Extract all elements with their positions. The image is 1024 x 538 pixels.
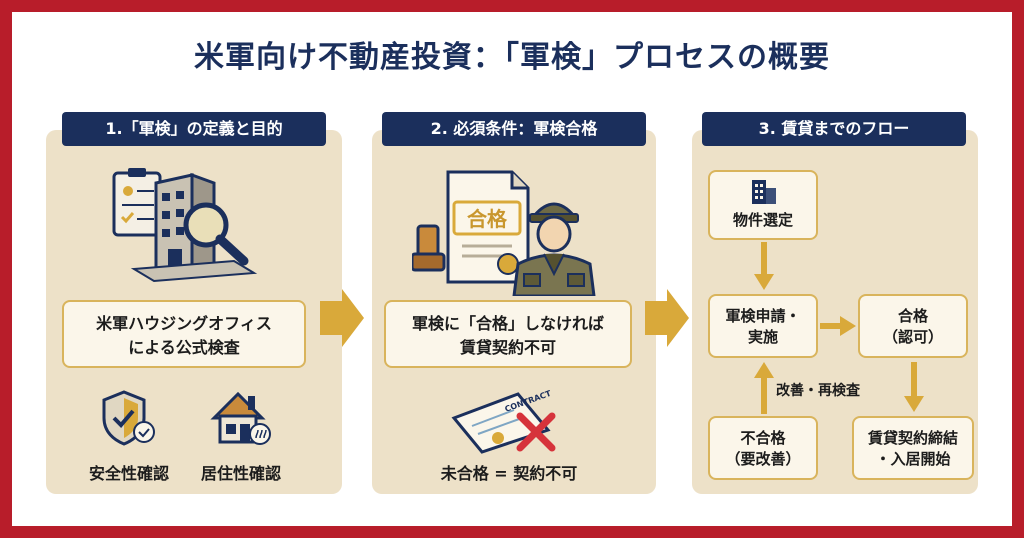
flow-pass-line1: 合格 (897, 307, 928, 325)
page-title: 米軍向け不動産投資：「軍検」プロセスの概要 (194, 40, 830, 75)
flow-select-label: 物件選定 (732, 211, 793, 229)
definition-main-line2: による公式検査 (128, 338, 240, 357)
flow-contract-line1: 賃貸契約締結 (867, 429, 958, 447)
certificate-icon: 合格 (412, 170, 530, 284)
flow-contract-box: 賃貸契約締結 ・入居開始 (852, 416, 974, 480)
stamp-text: 合格 (467, 207, 508, 231)
flow-pass-line2: （認可） (882, 328, 943, 346)
right-arrow-icon (320, 289, 364, 347)
flow-apply-line1: 軍検申請・ (725, 307, 801, 325)
fail-contract-label: 未合格 = 契約不可 (440, 464, 578, 483)
building-icon (752, 180, 776, 204)
rejected-contract-icon: CONTRACT (451, 390, 556, 454)
livability-check-label: 居住性確認 (200, 464, 281, 483)
flow-arrow-down-icon (904, 362, 924, 412)
requirement-main-box: 軍検に「合格」しなければ 賃貸契約不可 (384, 300, 632, 368)
inspection-building-icon (112, 168, 258, 283)
requirement-main-line2: 賃貸契約不可 (459, 338, 556, 357)
flow-contract-line2: ・入居開始 (875, 450, 951, 468)
flow-fail-box: 不合格 （要改善） (708, 416, 818, 480)
flow-arrow-up-icon (754, 362, 774, 414)
requirement-main-line1: 軍検に「合格」しなければ (411, 314, 604, 333)
right-arrow-icon (645, 289, 689, 347)
flow-arrow-right-icon (820, 316, 856, 336)
shield-check-icon (102, 390, 155, 446)
flow-pass-box: 合格 （認可） (858, 294, 968, 358)
panel-requirement-heading: 2. 必須条件：軍検合格 (382, 112, 646, 146)
flow-apply-box: 軍検申請・ 実施 (708, 294, 818, 358)
panel-definition-heading: 1.「軍検」の定義と目的 (62, 112, 326, 146)
flow-apply-line2: 実施 (747, 328, 778, 346)
definition-main-box: 米軍ハウジングオフィス による公式検査 (62, 300, 306, 368)
safety-check-label: 安全性確認 (88, 464, 169, 483)
soldier-icon (512, 202, 596, 296)
house-icon (210, 391, 271, 445)
panel-flow-heading: 3. 賃貸までのフロー (702, 112, 966, 146)
flow-fail-line1: 不合格 (740, 429, 786, 447)
flow-fail-line2: （要改善） (725, 450, 801, 468)
flow-arrow-down-icon (754, 242, 774, 290)
flow-retry-label: 改善・再検査 (776, 383, 860, 399)
definition-main-line1: 米軍ハウジングオフィス (96, 314, 272, 333)
